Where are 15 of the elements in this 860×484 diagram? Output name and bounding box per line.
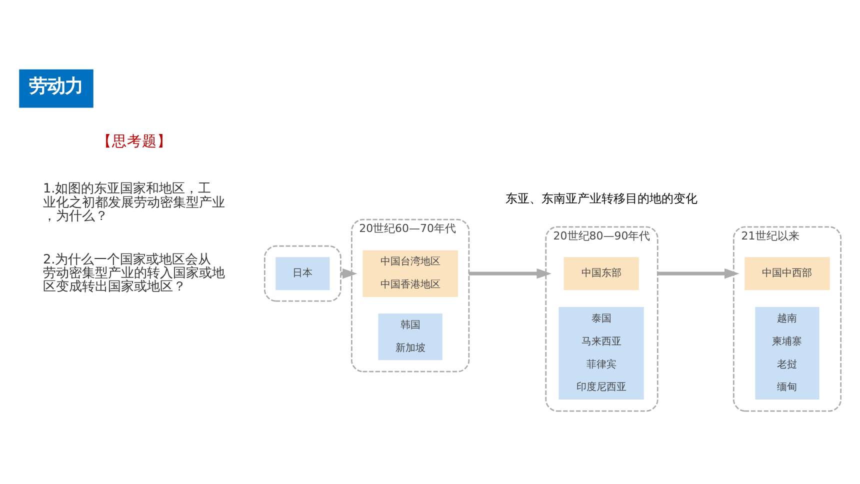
node-box: 中国台湾地区 中国香港地区 [362,250,458,297]
node-box: 中国东部 [564,257,639,290]
node-box: 越南 柬埔寨 老挝 缅甸 [755,307,820,400]
diagram-title: 劳动力 [28,76,83,98]
caption: 东亚、东南亚产业转移目的地的变化 [505,192,698,206]
arrow [658,268,740,279]
label: 【思考题】 [97,133,172,150]
arrow [468,268,552,279]
label: 1.如图的东亚国家和地区，工业化之初都发展劳动密集型产业，为什么？ [42,182,225,224]
cluster [264,245,342,302]
node-box: 泰国 马来西亚 菲律宾 印度尼西亚 [558,307,644,400]
node-box: 日本 [276,257,330,290]
label: 2.为什么一个国家或地区会从劳动密集型产业的转入国家或地区变成转出国家或地区？ [42,252,225,295]
node-box: 中国中西部 [744,257,830,290]
node-box: 韩国 新加坡 [378,313,442,360]
